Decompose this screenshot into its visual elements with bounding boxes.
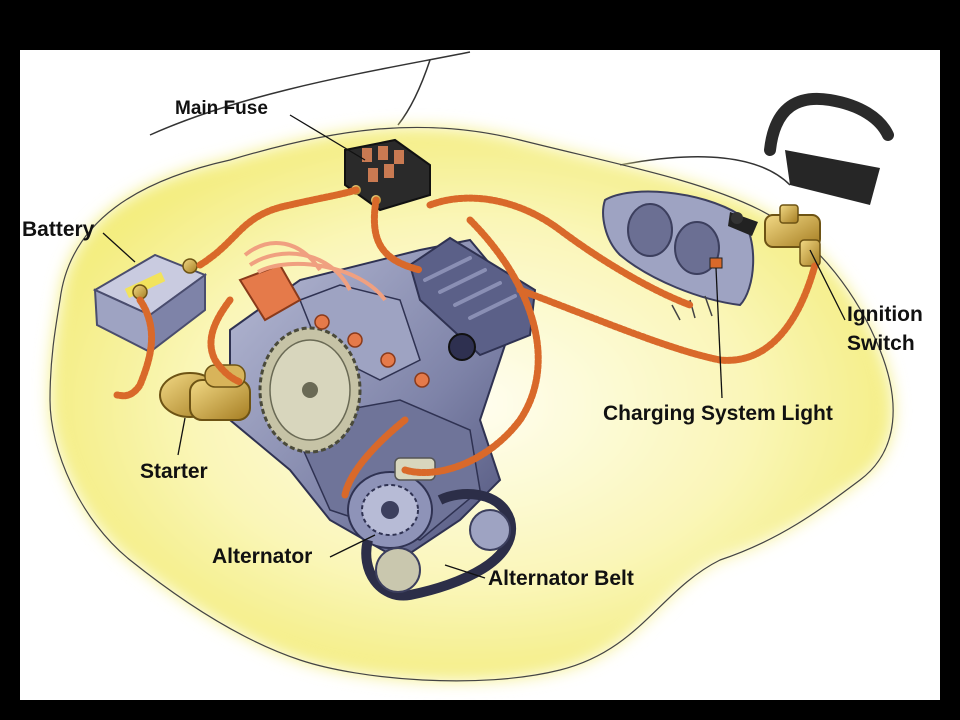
ignition-switch-icon [728,204,821,267]
label-battery: Battery [22,218,95,241]
leader-charging-light [715,267,723,399]
label-starter: Starter [140,460,208,483]
leader-starter [177,417,186,456]
leader-alternator [329,534,376,558]
alternator-belt-icon [361,489,517,601]
leader-battery [102,232,136,263]
label-main-fuse: Main Fuse [175,98,268,119]
battery-icon [92,253,208,355]
starter-icon [159,364,251,421]
engine-bay-outline [49,126,894,682]
label-alternator-belt: Alternator Belt [488,567,634,590]
instrument-cluster-icon [602,190,755,321]
leader-main-fuse [289,114,366,161]
spark-plugs-icon [314,314,430,388]
label-charging-light: Charging System Light [603,402,833,425]
label-ignition-line1: Ignition [847,303,923,326]
distributor-icon [238,241,387,322]
label-ignition-line2: Switch [847,332,915,355]
timing-gear-icon [258,326,362,454]
steering-wheel-icon [764,92,894,205]
label-alternator: Alternator [212,545,312,568]
car-hood-outline [149,51,791,186]
leader-ignition [809,249,846,321]
leader-lines [102,114,846,579]
leader-alternator-belt [444,564,486,579]
